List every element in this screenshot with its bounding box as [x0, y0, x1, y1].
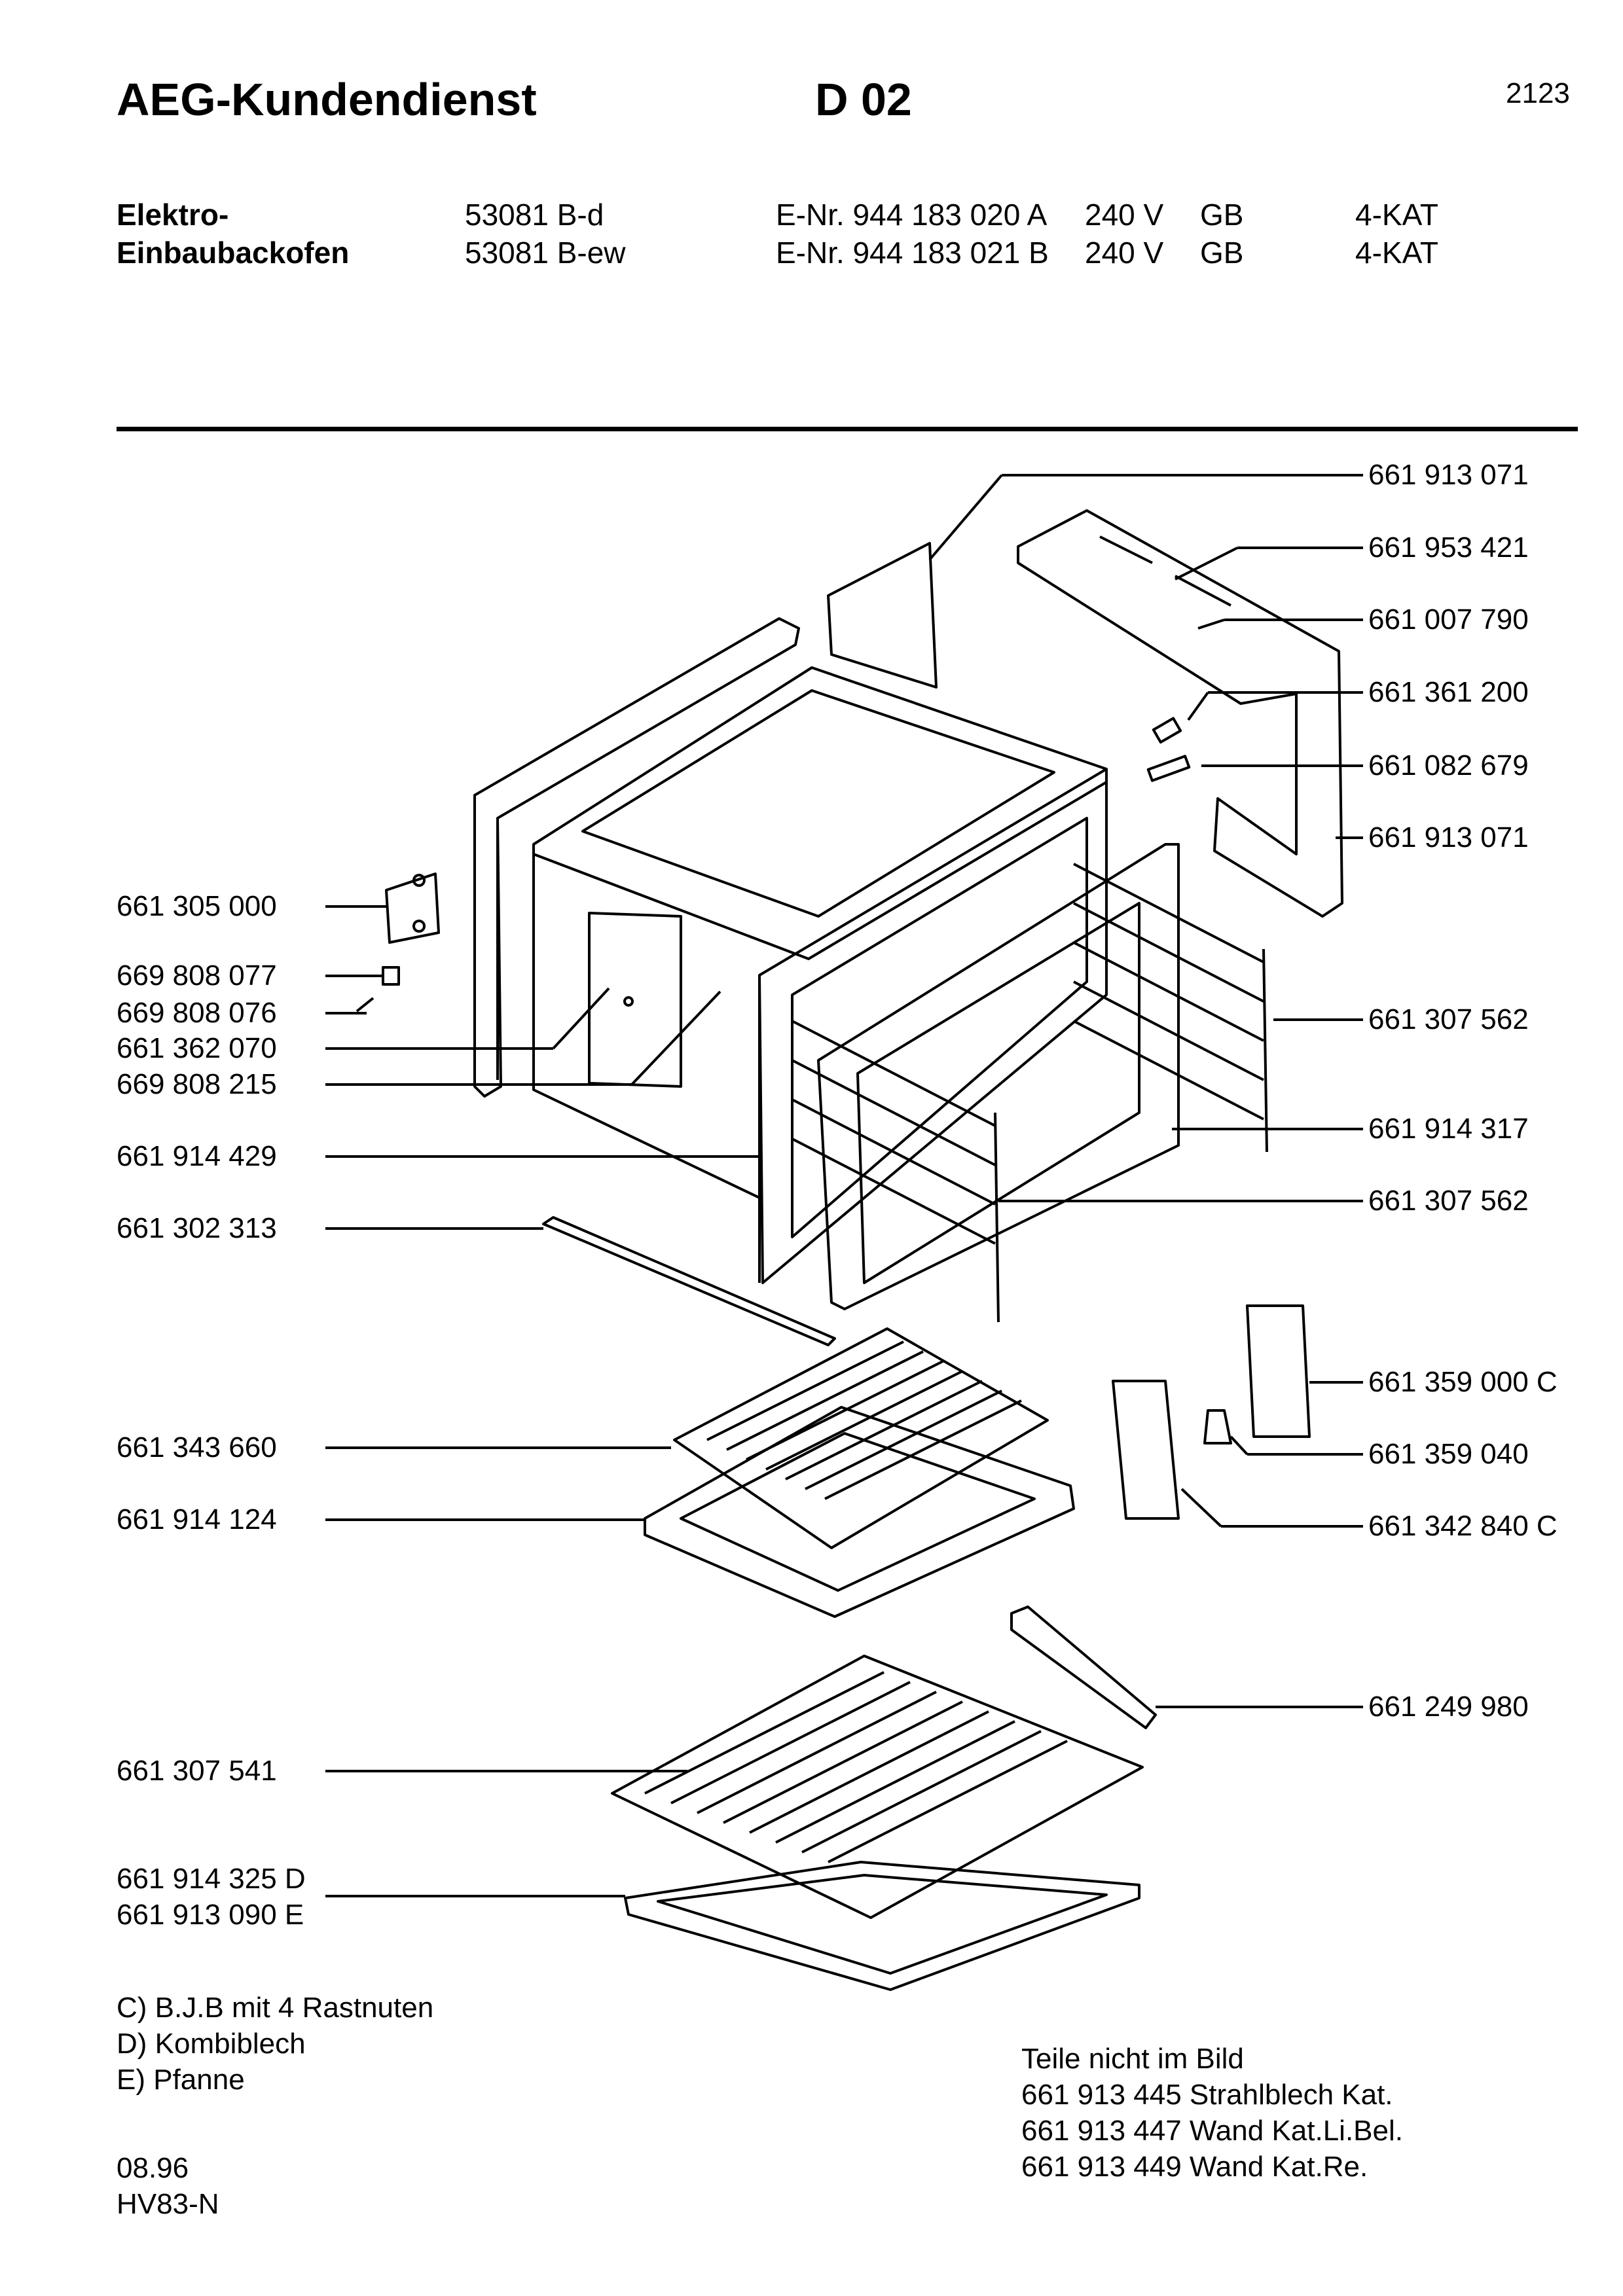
part-number-label: 661 082 679 — [1368, 749, 1529, 781]
company-title: AEG-Kundendienst — [117, 74, 537, 125]
part-number-label: 661 914 429 — [117, 1140, 277, 1172]
part-number-label: 661 953 421 — [1368, 531, 1529, 564]
part-number-label: 661 307 541 — [117, 1755, 277, 1787]
variant-country: GB — [1200, 236, 1244, 270]
part-number-label: 661 302 313 — [117, 1212, 277, 1244]
not-shown-item: 661 913 447 Wand Kat.Li.Bel. — [1021, 2115, 1403, 2147]
not-shown-heading: Teile nicht im Bild — [1021, 2043, 1244, 2075]
shelf-runners-right — [1073, 863, 1264, 1121]
top-insulation — [827, 542, 938, 689]
variant-category: 4-KAT — [1355, 198, 1438, 232]
lamp-bulb — [1203, 1409, 1232, 1444]
variant-enr: E-Nr. 944 183 020 A — [776, 198, 1048, 232]
legend-item: E) Pfanne — [117, 2064, 245, 2096]
variant-model: 53081 B-d — [465, 198, 604, 232]
part-number-label: 669 808 076 — [117, 997, 277, 1029]
lamp-cover — [1112, 1380, 1180, 1520]
hinge-plate — [385, 872, 440, 944]
variant-voltage: 240 V — [1085, 198, 1164, 232]
part-number-label: 661 361 200 — [1368, 676, 1529, 708]
lamp-housing — [1246, 1304, 1311, 1438]
part-number-label: 661 913 090 E — [117, 1899, 304, 1931]
leader-lines-left — [325, 905, 759, 1897]
part-number-label: 661 307 562 — [1368, 1185, 1529, 1217]
variant-category: 4-KAT — [1355, 236, 1438, 270]
part-number-label: 661 007 790 — [1368, 603, 1529, 636]
bottom-runner — [542, 1216, 836, 1346]
header-divider — [117, 427, 1578, 431]
part-number-label: 661 914 124 — [117, 1503, 277, 1535]
footer-code: HV83-N — [117, 2188, 219, 2220]
part-number-label: 661 913 071 — [1368, 821, 1529, 853]
sheet-code: D 02 — [815, 74, 912, 125]
variant-enr: E-Nr. 944 183 021 B — [776, 236, 1049, 270]
part-number-label: 661 343 660 — [117, 1431, 277, 1463]
not-shown-item: 661 913 445 Strahlblech Kat. — [1021, 2079, 1393, 2111]
oven-side — [532, 854, 761, 1199]
part-number-label: 661 305 000 — [117, 890, 277, 922]
shelf-runners-left — [792, 1020, 996, 1245]
part-number-label: 661 342 840 C — [1368, 1510, 1558, 1542]
part-number-label: 661 359 000 C — [1368, 1366, 1558, 1398]
baking-tray — [644, 1406, 1075, 1618]
part-number-label: 669 808 215 — [117, 1068, 277, 1100]
variant-model: 53081 B-ew — [465, 236, 626, 270]
pan — [624, 1861, 1140, 1991]
product-type-line2: Einbaubackofen — [117, 236, 350, 270]
part-number-label: 661 307 562 — [1368, 1003, 1529, 1035]
wire-shelf — [611, 1655, 1144, 1919]
variant-country: GB — [1200, 198, 1244, 232]
part-number-label: 661 914 325 D — [117, 1863, 306, 1895]
oven-front-frame — [758, 768, 1108, 1284]
back-wall — [817, 843, 1180, 1310]
front-frame — [473, 617, 800, 1098]
legend-item: D) Kombiblech — [117, 2028, 306, 2060]
part-number-label: 661 249 980 — [1368, 1691, 1529, 1723]
rotisserie-handle — [1010, 1605, 1157, 1729]
rear-duct — [1017, 509, 1343, 918]
leader-lines-right — [928, 474, 1363, 1708]
legend-item: C) B.J.B mit 4 Rastnuten — [117, 1992, 434, 2024]
page-number: 2123 — [1506, 77, 1570, 109]
part-number-label: 661 914 317 — [1368, 1113, 1529, 1145]
not-shown-item: 661 913 449 Wand Kat.Re. — [1021, 2151, 1368, 2183]
part-number-label: 661 362 070 — [117, 1032, 277, 1064]
product-type-line1: Elektro- — [117, 198, 229, 232]
grill-rack — [673, 1327, 1049, 1549]
variant-voltage: 240 V — [1085, 236, 1164, 270]
part-number-label: 669 808 077 — [117, 960, 277, 992]
footer-date: 08.96 — [117, 2152, 189, 2184]
part-number-label: 661 913 071 — [1368, 459, 1529, 491]
part-number-label: 661 359 040 — [1368, 1438, 1529, 1470]
